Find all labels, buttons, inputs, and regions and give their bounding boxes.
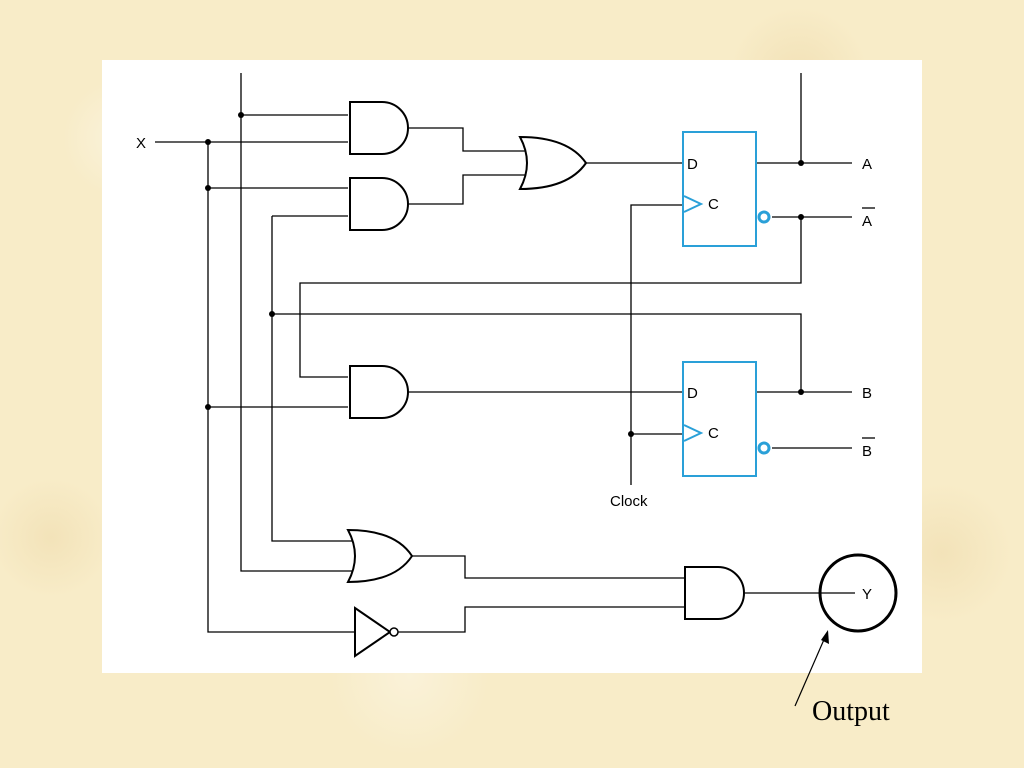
and-gate-1 <box>349 101 409 155</box>
output-y-label: Y <box>862 586 872 603</box>
flipflop-b-d-label: D <box>687 385 698 402</box>
output-a-not-label: A <box>862 213 872 230</box>
not-gate <box>354 606 392 658</box>
flipflop-b-qnot-bubble <box>757 441 771 455</box>
wire-clock <box>630 204 683 485</box>
wire-b-feedback <box>272 313 802 392</box>
gates <box>346 101 745 658</box>
input-x-label: X <box>136 135 146 152</box>
output-callout-label: Output <box>812 696 890 727</box>
or-gate-2 <box>346 528 414 584</box>
output-b-not-label: B <box>862 443 872 460</box>
junction-dot <box>205 185 211 191</box>
wire-b-bus <box>271 216 352 542</box>
not-gate-bubble <box>389 627 399 637</box>
junction-dot <box>205 404 211 410</box>
output-b-label: B <box>862 385 872 402</box>
flipflop-a-c-label: C <box>708 196 719 213</box>
junction-dot <box>628 431 634 437</box>
callout-arrow-head <box>821 630 829 644</box>
wire-and2-to-or1 <box>408 174 526 205</box>
flipflop-b-box <box>682 361 757 477</box>
diagram-panel <box>102 60 922 673</box>
junction-dot <box>798 389 804 395</box>
wires <box>155 73 855 633</box>
or-gate-1 <box>518 135 588 191</box>
output-callout: Output <box>794 553 898 727</box>
flipflop-a-box <box>682 131 757 247</box>
and-gate-2 <box>349 177 409 231</box>
junction-dot <box>798 214 804 220</box>
wire-a-bus <box>240 73 352 572</box>
flipflop-a: D C <box>682 131 771 247</box>
flipflop-b: D C <box>682 361 771 477</box>
junctions <box>205 112 804 437</box>
wire-not-to-and4 <box>398 606 685 633</box>
wire-x-bus <box>207 142 355 633</box>
and-gate-4 <box>684 566 745 620</box>
flipflop-a-qnot-bubble <box>757 210 771 224</box>
junction-dot <box>205 139 211 145</box>
output-a-label: A <box>862 156 872 173</box>
output-y-highlight-circle <box>818 553 898 633</box>
wire-anot-feedback <box>299 217 802 378</box>
wire-and1-to-or1 <box>408 127 526 152</box>
flipflop-a-d-label: D <box>687 156 698 173</box>
wire-or2-to-and4 <box>412 555 685 579</box>
callout-arrow-line <box>794 634 827 707</box>
junction-dot <box>238 112 244 118</box>
flipflop-b-c-label: C <box>708 425 719 442</box>
labels: X Clock A A B B Y <box>136 135 875 603</box>
clock-label: Clock <box>610 493 648 510</box>
junction-dot <box>269 311 275 317</box>
and-gate-3 <box>349 365 409 419</box>
junction-dot <box>798 160 804 166</box>
flipflop-a-clock-triangle <box>683 195 704 213</box>
flipflop-b-clock-triangle <box>683 424 704 442</box>
